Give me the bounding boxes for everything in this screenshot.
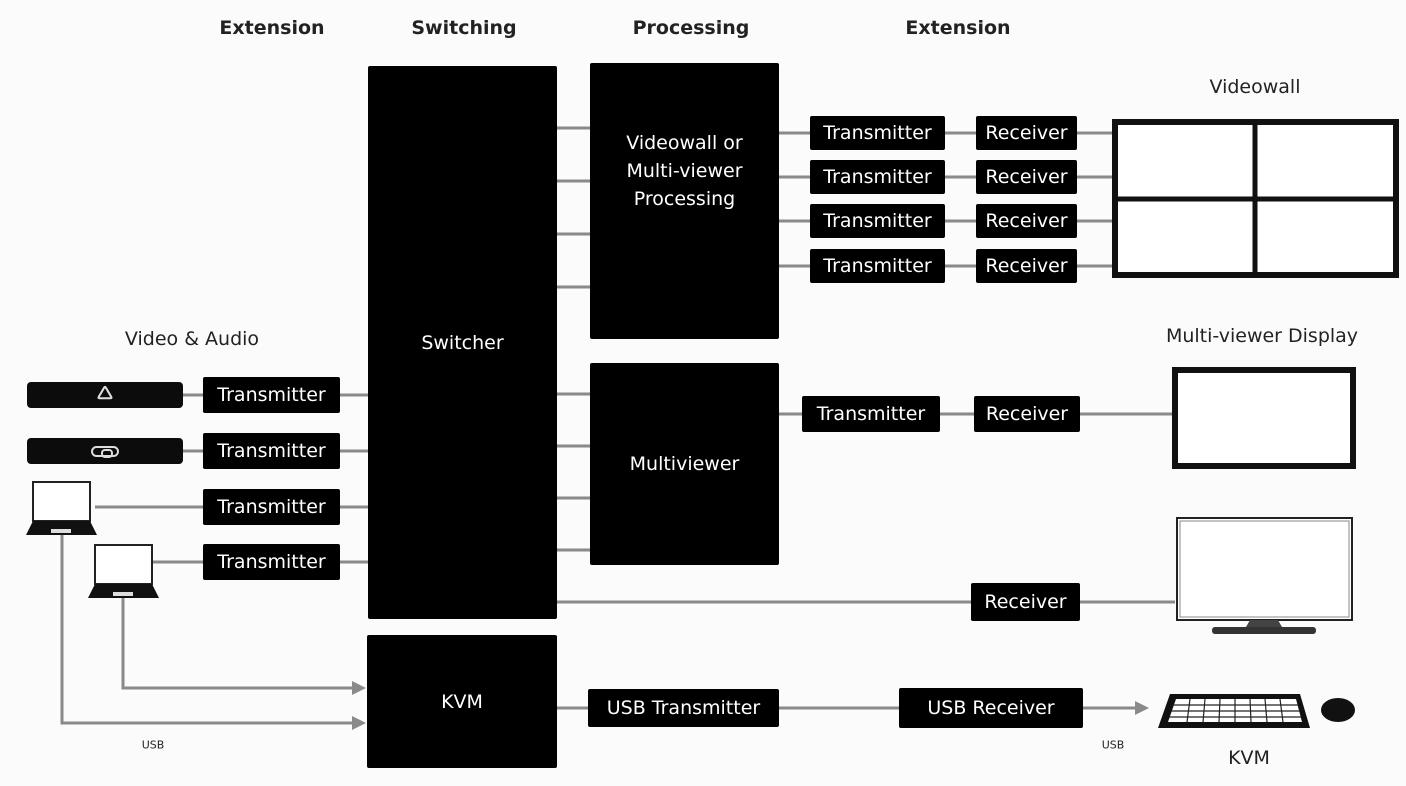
kvm-block: KVM	[367, 635, 557, 768]
bluray-player-icon: 🛆︎	[27, 382, 183, 408]
receiver-videowall-3: Receiver	[976, 204, 1077, 238]
label-usb-right: USB	[1101, 738, 1125, 752]
dvd-player-icon	[27, 438, 183, 464]
transmitter-videowall-3: Transmitter	[810, 204, 945, 238]
label-multiviewer-display: Multi-viewer Display	[1165, 325, 1359, 347]
transmitter-source-3: Transmitter	[203, 489, 340, 525]
receiver-videowall-2: Receiver	[976, 160, 1077, 194]
multiviewer-display-screen	[1172, 367, 1356, 469]
usb-transmitter-block: USB Transmitter	[588, 689, 779, 727]
transmitter-source-2: Transmitter	[203, 433, 340, 469]
bluray-logo-icon: 🛆︎	[96, 382, 113, 402]
mouse-icon	[1321, 698, 1355, 722]
disc-logo-icon	[91, 445, 119, 458]
label-videowall: Videowall	[1209, 76, 1301, 98]
transmitter-videowall-1: Transmitter	[810, 116, 945, 150]
transmitter-videowall-4: Transmitter	[810, 249, 945, 283]
videowall-screens	[1112, 119, 1399, 278]
usb-receiver-block: USB Receiver	[899, 688, 1083, 728]
label-kvm-devices: KVM	[1228, 747, 1270, 769]
label-usb-left: USB	[141, 738, 165, 752]
receiver-videowall-4: Receiver	[976, 249, 1077, 283]
transmitter-source-4: Transmitter	[203, 544, 340, 580]
header-processing: Processing	[632, 17, 750, 39]
transmitter-source-1: Transmitter	[203, 377, 340, 413]
receiver-multiviewer: Receiver	[974, 396, 1080, 432]
multiviewer-block: Multiviewer	[590, 363, 779, 565]
header-extension-left: Extension	[219, 17, 325, 39]
keyboard-icon	[1158, 694, 1310, 728]
laptop-icon	[88, 544, 159, 598]
monitor-icon	[1176, 517, 1353, 634]
laptop-icon	[26, 481, 97, 535]
videowall-processing-block: Videowall or Multi-viewer Processing	[590, 63, 779, 339]
transmitter-videowall-2: Transmitter	[810, 160, 945, 194]
transmitter-multiviewer: Transmitter	[802, 396, 940, 432]
switcher-block: Switcher	[368, 66, 557, 619]
header-switching: Switching	[411, 17, 517, 39]
header-extension-right: Extension	[905, 17, 1011, 39]
receiver-monitor: Receiver	[971, 583, 1080, 621]
receiver-videowall-1: Receiver	[976, 116, 1077, 150]
label-video-audio: Video & Audio	[124, 328, 260, 350]
